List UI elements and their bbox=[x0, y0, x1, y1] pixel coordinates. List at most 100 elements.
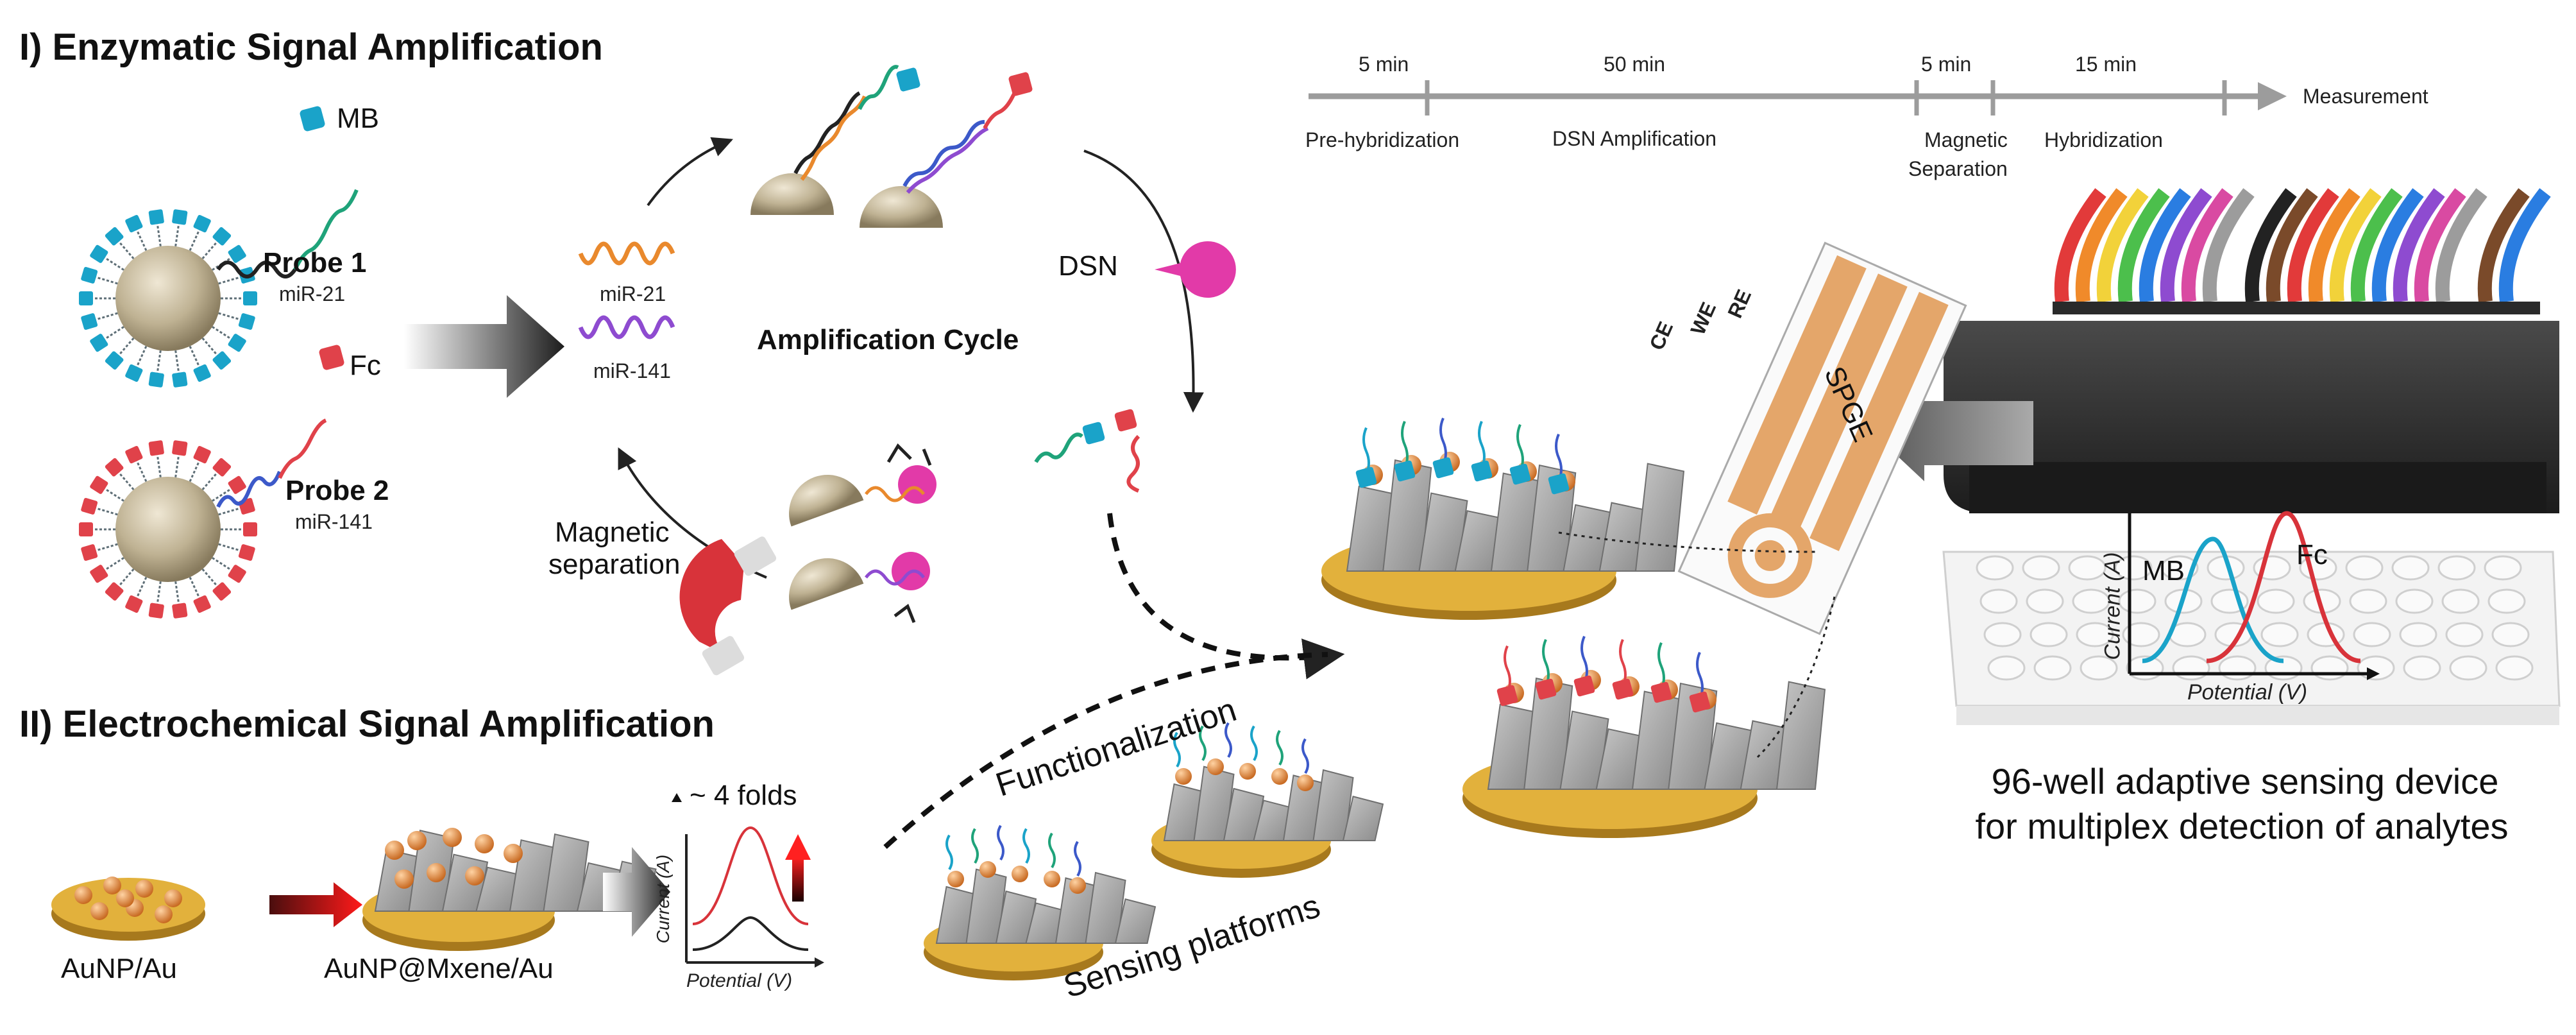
mb-label-cube bbox=[105, 227, 124, 246]
plate-well bbox=[2487, 588, 2526, 614]
plate-well bbox=[2033, 655, 2072, 681]
redox-label-cube bbox=[1394, 460, 1416, 482]
spge-electrode bbox=[1677, 241, 1967, 635]
redox-label-cube bbox=[1573, 675, 1595, 697]
timeline-interval-1: 5 min bbox=[1359, 53, 1409, 76]
plate-well bbox=[2345, 555, 2384, 581]
fc-label-cube bbox=[90, 565, 108, 583]
timeline-step-magnetic: Magnetic bbox=[1924, 128, 2008, 151]
plate-well bbox=[2449, 655, 2487, 681]
ribbon-wire bbox=[2498, 188, 2551, 303]
gold-nanoparticle bbox=[103, 877, 121, 894]
cycle-arrow-top bbox=[647, 137, 733, 207]
magnetic-label-line1: Magnetic bbox=[555, 517, 670, 548]
mxene-sheet bbox=[1085, 871, 1126, 944]
device-caption-line1: 96-well adaptive sensing device bbox=[1991, 761, 2499, 801]
plate-well bbox=[2080, 655, 2118, 681]
mb-label-cube bbox=[172, 372, 188, 388]
redox-label-cube bbox=[1509, 463, 1531, 485]
ribbon-wire bbox=[2435, 188, 2487, 303]
redox-label-cube bbox=[1496, 685, 1518, 706]
gold-nanoparticle bbox=[135, 880, 153, 898]
aunp-au-label: AuNP/Au bbox=[61, 953, 177, 984]
red-conversion-arrow bbox=[269, 882, 362, 927]
mxene-sheet bbox=[1342, 796, 1384, 841]
duplex-hemisphere-2 bbox=[860, 72, 1033, 228]
ribbon-wire bbox=[2350, 188, 2403, 303]
plate-well bbox=[2076, 622, 2114, 647]
section-title-electrochemical: II) Electrochemical Signal Amplification bbox=[19, 703, 715, 745]
plate-well bbox=[2068, 555, 2106, 581]
mb-label-cube bbox=[105, 351, 124, 370]
dashed-transfer-arrow bbox=[1107, 513, 1345, 680]
mxene-sheet bbox=[1193, 766, 1235, 841]
plate-well bbox=[2399, 622, 2437, 647]
fc-label-cube bbox=[243, 522, 257, 536]
mb-label-cube bbox=[90, 334, 108, 352]
mb-label-cube bbox=[193, 364, 211, 382]
plate-well bbox=[2260, 622, 2299, 647]
gold-nanoparticle bbox=[116, 889, 134, 907]
fc-label-cube bbox=[172, 603, 188, 619]
enhanced-current-curve bbox=[692, 826, 809, 925]
plate-well bbox=[2114, 555, 2153, 581]
magnetic-label-line2: separation bbox=[548, 549, 681, 580]
fc-label-cube bbox=[193, 445, 211, 464]
probe1-bead bbox=[78, 106, 359, 388]
mb-label-cube bbox=[212, 351, 232, 370]
ribbon-wire bbox=[2266, 188, 2318, 303]
mb-label: MB bbox=[337, 103, 379, 134]
plate-well bbox=[2357, 655, 2395, 681]
fold-increase-plot bbox=[672, 793, 824, 968]
gold-nanoparticle bbox=[1175, 768, 1192, 785]
ribbon-wire bbox=[2371, 188, 2424, 303]
ribbon-wire bbox=[2414, 188, 2466, 303]
ribbon-wire bbox=[2096, 188, 2149, 303]
plate-well bbox=[2491, 622, 2530, 647]
mb-label-cube bbox=[238, 313, 255, 330]
plate-well bbox=[2353, 622, 2391, 647]
probe2-name: Probe 2 bbox=[285, 475, 389, 506]
probe-strand bbox=[1276, 730, 1284, 766]
gold-nanoparticle bbox=[74, 886, 92, 904]
protocol-timeline bbox=[1309, 80, 2287, 115]
timeline-step-hybridization: Hybridization bbox=[2044, 128, 2163, 151]
plate-well bbox=[2403, 655, 2441, 681]
mxene-sheet bbox=[995, 890, 1037, 944]
ribbon-wire bbox=[2117, 188, 2170, 303]
inset-fc-label: Fc bbox=[2296, 539, 2328, 570]
fc-label-cube bbox=[212, 582, 232, 601]
probe-strand bbox=[971, 828, 979, 864]
plate-well bbox=[2484, 555, 2522, 581]
plate-well bbox=[1983, 622, 2022, 647]
gold-nanoparticle bbox=[394, 869, 414, 889]
plate-well bbox=[1976, 555, 2014, 581]
redox-label-cube bbox=[1650, 681, 1672, 703]
probe-strand bbox=[1173, 731, 1181, 768]
aunp-au-disc bbox=[51, 877, 205, 941]
sensor-disc-fc bbox=[1462, 635, 1826, 838]
fc-label-cube bbox=[81, 544, 98, 561]
magnetic-bead-hemispheres bbox=[789, 443, 936, 623]
plate-well bbox=[1979, 588, 2018, 614]
ribbon-wire bbox=[2244, 188, 2297, 303]
mb-label-cube bbox=[148, 209, 164, 225]
redox-label-cube bbox=[1355, 466, 1377, 488]
mb-label-cube bbox=[125, 364, 143, 382]
mb-label-cube bbox=[148, 372, 164, 388]
plate-well bbox=[2395, 588, 2434, 614]
ribbon-wire bbox=[2456, 188, 2509, 303]
plate-well bbox=[2022, 555, 2060, 581]
cleaved-fragments bbox=[1034, 409, 1140, 493]
timeline-step-dsn: DSN Amplification bbox=[1552, 127, 1717, 150]
mb-label-cube bbox=[90, 244, 108, 263]
gold-nanoparticle bbox=[475, 834, 494, 853]
ribbon-wire bbox=[2075, 188, 2128, 303]
timeline-interval-4: 15 min bbox=[2075, 53, 2137, 76]
probe-strand bbox=[1301, 738, 1309, 774]
section-title-enzymatic: I) Enzymatic Signal Amplification bbox=[19, 26, 603, 68]
fc-label-cube bbox=[148, 440, 164, 456]
sensor-disc-mb bbox=[1321, 417, 1685, 620]
